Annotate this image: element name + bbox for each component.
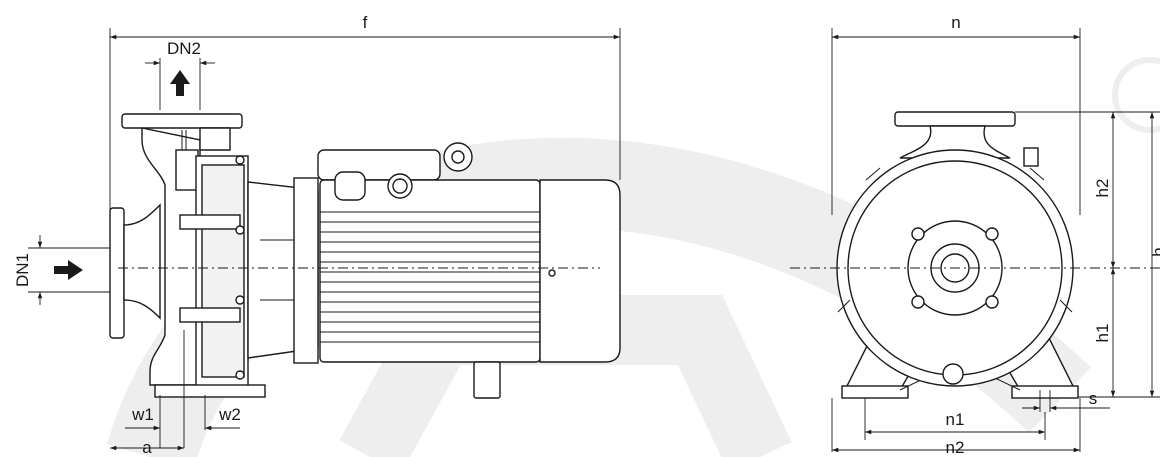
- dimension-h: h2 h1 h: [1015, 111, 1160, 398]
- label-f: f: [363, 13, 368, 32]
- dimension-n1-n2: n1 n2: [831, 398, 1081, 457]
- front-outlet: [894, 111, 1039, 167]
- dimension-s: s: [1022, 389, 1110, 412]
- bearing-bracket: [247, 177, 319, 364]
- label-n1: n1: [946, 410, 965, 429]
- side-view: f DN2: [13, 13, 621, 457]
- label-dn2: DN2: [167, 39, 201, 58]
- label-a: a: [142, 438, 152, 457]
- label-dn1: DN1: [13, 253, 32, 287]
- label-n: n: [951, 13, 960, 32]
- dimension-dn1: DN1: [13, 235, 110, 305]
- label-h1: h1: [1093, 324, 1112, 343]
- label-s: s: [1089, 389, 1098, 408]
- label-w2: w2: [218, 405, 241, 424]
- label-h: h: [1149, 247, 1160, 256]
- dimension-w1-w2-a: w1 w2 a: [110, 330, 241, 457]
- label-h2: h2: [1093, 179, 1112, 198]
- dimension-dn2: DN2: [145, 39, 215, 110]
- label-w1: w1: [131, 405, 154, 424]
- dimension-n: n: [831, 13, 1081, 215]
- outlet-flow-arrow-icon: [170, 70, 190, 96]
- label-n2: n2: [946, 438, 965, 457]
- inlet-flow-arrow-icon: [54, 260, 83, 280]
- front-view: n: [790, 13, 1160, 457]
- dimension-f: f: [109, 13, 621, 215]
- motor: [317, 142, 621, 399]
- pump-casing: [109, 113, 266, 398]
